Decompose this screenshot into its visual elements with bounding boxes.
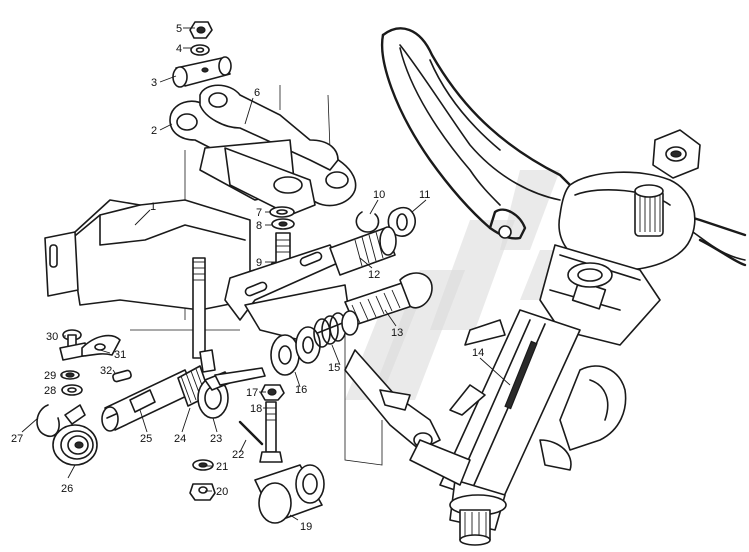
callout-11: 11	[419, 189, 430, 201]
callout-17: 17	[246, 387, 258, 399]
callout-21: 21	[216, 461, 228, 473]
fork-lever-15	[344, 349, 471, 486]
callout-31: 31	[114, 349, 126, 361]
pin-nut-5	[189, 21, 213, 39]
steering-hub	[558, 171, 696, 271]
callout-1: 1	[150, 201, 156, 213]
callout-27: 27	[11, 433, 23, 445]
steering-column	[439, 244, 661, 546]
callout-18: 18	[250, 403, 262, 415]
snap-ring-11	[387, 206, 416, 237]
washer-8	[271, 218, 295, 230]
nut-20	[189, 483, 216, 501]
rod-vertical	[192, 257, 206, 359]
snap-ring-10	[355, 211, 380, 233]
spiral-spring-26	[52, 404, 98, 466]
washer-28	[61, 384, 83, 396]
callout-29: 29	[44, 370, 56, 382]
link-plate-6	[199, 84, 339, 216]
callout-22: 22	[232, 449, 244, 461]
callout-25: 25	[140, 433, 152, 445]
callout-3: 3	[151, 77, 157, 89]
callout-2: 2	[151, 125, 157, 137]
pin-22	[238, 420, 264, 446]
lever-bar	[214, 367, 266, 386]
leader-lines	[21, 27, 511, 521]
callout-32: 32	[100, 365, 112, 377]
bracket-1	[44, 199, 251, 311]
shaft-25	[101, 369, 196, 432]
callout-24: 24	[174, 433, 186, 445]
callout-16: 16	[295, 384, 307, 396]
key-32	[112, 369, 132, 383]
callout-13: 13	[391, 327, 403, 339]
bushing-19	[254, 464, 325, 524]
callout-labels: 5 4 3 2 6 1 7 8 9 10 11 12 13 14 15 16 1…	[11, 23, 484, 533]
callout-23: 23	[210, 433, 222, 445]
ring-27	[36, 404, 60, 437]
washer-7	[269, 206, 295, 218]
washer-21	[192, 459, 214, 471]
callout-12: 12	[368, 269, 380, 281]
callout-9: 9	[256, 257, 262, 269]
callout-7: 7	[256, 207, 262, 219]
callout-8: 8	[256, 220, 262, 232]
clevis-pin-3	[172, 56, 232, 88]
callout-6: 6	[254, 87, 260, 99]
clip-31	[81, 334, 121, 357]
washer-4	[190, 44, 210, 56]
callout-15: 15	[328, 362, 340, 374]
nut-17	[260, 384, 285, 401]
spring-coil	[313, 310, 359, 348]
callout-26: 26	[61, 483, 73, 495]
hex-nut	[652, 129, 701, 179]
callout-14: 14	[472, 347, 484, 359]
bolt-30	[59, 329, 89, 361]
callout-28: 28	[44, 385, 56, 397]
washer-29	[60, 370, 80, 380]
lever-arm	[224, 244, 351, 341]
callout-19: 19	[300, 521, 312, 533]
callout-5: 5	[176, 23, 182, 35]
callout-20: 20	[216, 486, 228, 498]
splined-shaft-12	[329, 226, 397, 276]
callout-4: 4	[176, 43, 182, 55]
callout-10: 10	[373, 189, 385, 201]
bolt-18	[259, 401, 283, 463]
callout-30: 30	[46, 331, 58, 343]
